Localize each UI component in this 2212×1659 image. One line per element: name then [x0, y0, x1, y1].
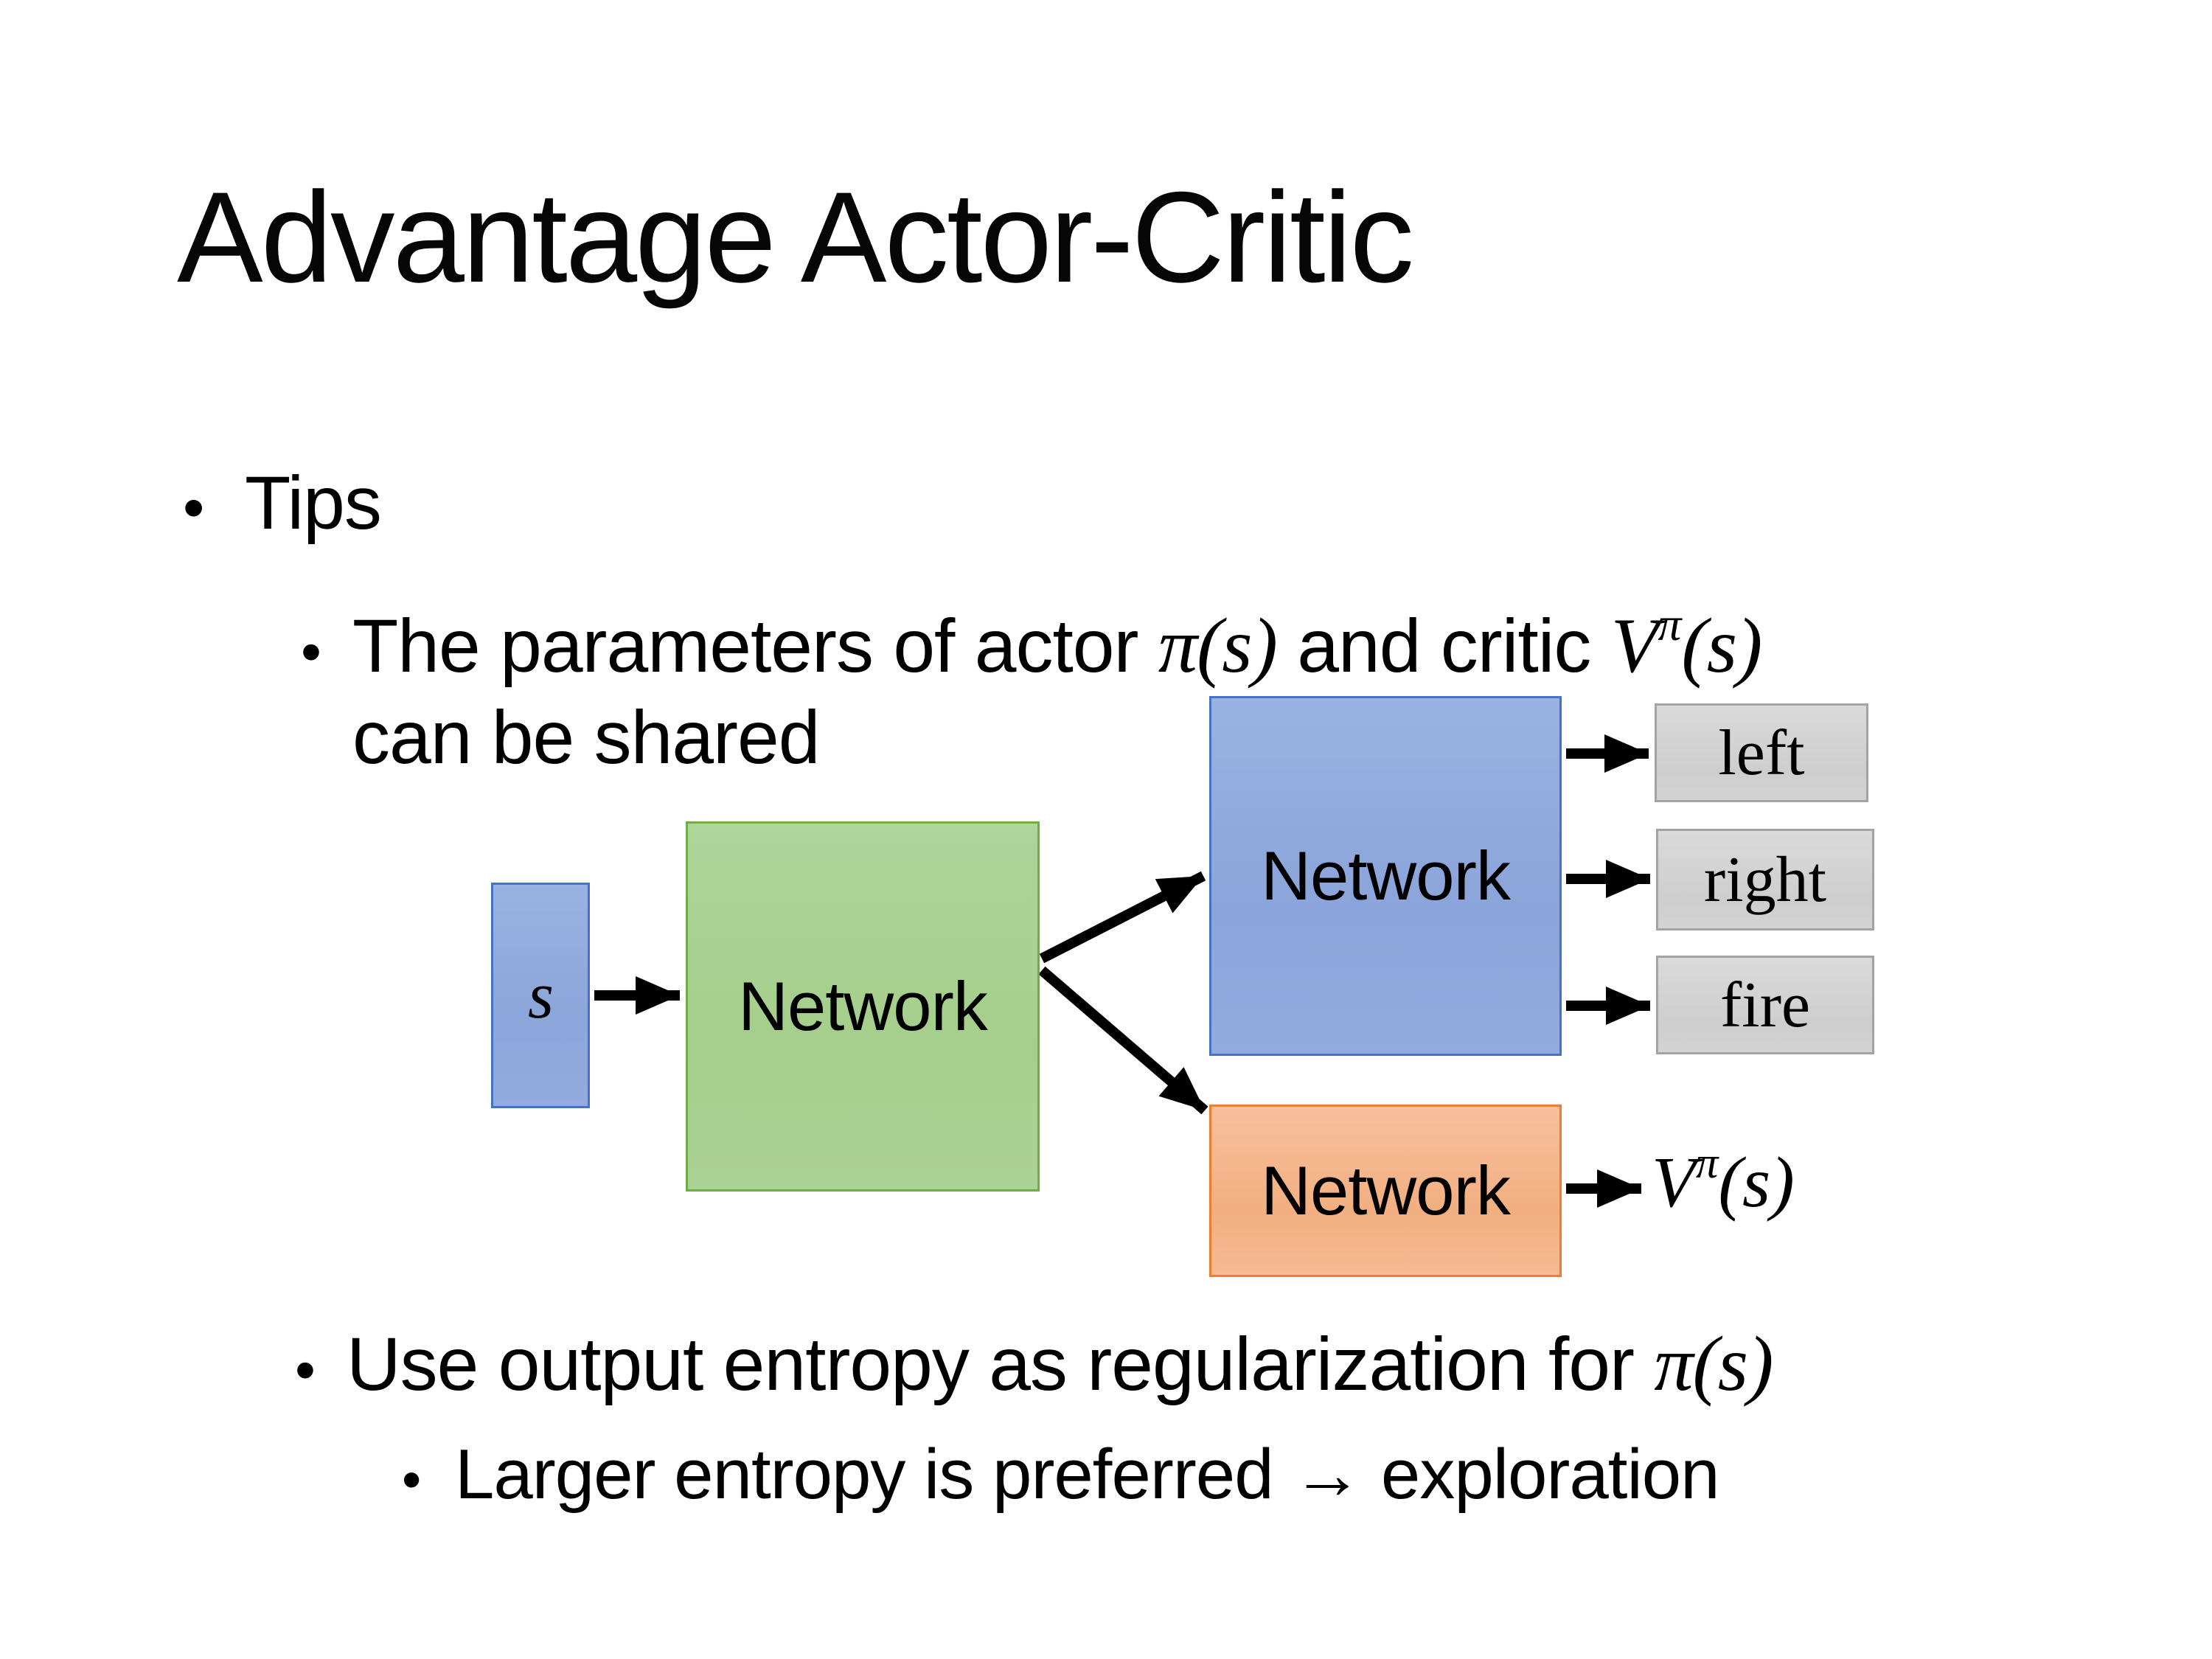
arrow-shared-to-actor	[1039, 871, 1206, 964]
action-fire-label: fire	[1719, 969, 1811, 1041]
page-title: Advantage Actor-Critic	[177, 166, 1414, 310]
bullet-glyph: •	[402, 1448, 421, 1510]
critic-value-output-sup: π	[1695, 1138, 1719, 1189]
bullet-tips: • Tips	[183, 460, 382, 546]
parameters-text-prefix: The parameters of actor	[352, 604, 1158, 688]
bullet-parameters-line1: • The parameters of actor π(s) and critic…	[301, 598, 1763, 691]
bullet-parameters-line2: can be shared	[352, 695, 820, 779]
input-state-label: s	[527, 959, 554, 1032]
exploration-text: Larger entropy is preferred → exploratio…	[455, 1435, 1720, 1514]
action-right-label: right	[1703, 844, 1827, 916]
bullet-glyph: •	[301, 619, 321, 684]
arrow-shared-to-critic	[1038, 966, 1208, 1115]
critic-value-output-base: V	[1652, 1143, 1696, 1222]
actor-network-box: Network	[1209, 696, 1562, 1056]
critic-network-box: Network	[1209, 1105, 1562, 1277]
entropy-policy-math: π(s)	[1654, 1320, 1773, 1407]
bullet-entropy: • Use output entropy as regularization fo…	[295, 1318, 1773, 1409]
critic-value-args: (s)	[1681, 602, 1762, 689]
critic-network-label: Network	[1261, 1152, 1511, 1229]
bullet-glyph: •	[183, 473, 204, 542]
critic-value-base: V	[1610, 602, 1659, 689]
critic-value-math: Vπ(s)	[1610, 598, 1763, 689]
critic-value-sup: π	[1658, 598, 1682, 651]
action-left-box: left	[1655, 703, 1868, 802]
actor-network-label: Network	[1261, 837, 1511, 914]
parameters-text-middle: and critic	[1276, 604, 1611, 688]
action-left-label: left	[1718, 717, 1805, 789]
shared-network-label: Network	[738, 967, 988, 1045]
action-right-box: right	[1656, 829, 1874, 931]
actor-policy-math: π(s)	[1158, 602, 1278, 689]
bullet-exploration: • Larger entropy is preferred → explorati…	[402, 1434, 1720, 1515]
bullet-tips-label: Tips	[245, 461, 382, 545]
critic-value-output-args: (s)	[1718, 1143, 1795, 1222]
entropy-text-prefix: Use output entropy as regularization for	[347, 1322, 1655, 1406]
action-fire-box: fire	[1656, 956, 1874, 1054]
shared-network-box: Network	[686, 821, 1040, 1192]
input-state-box: s	[491, 883, 590, 1108]
critic-value-output: Vπ(s)	[1652, 1138, 1795, 1227]
bullet-glyph: •	[295, 1337, 316, 1402]
